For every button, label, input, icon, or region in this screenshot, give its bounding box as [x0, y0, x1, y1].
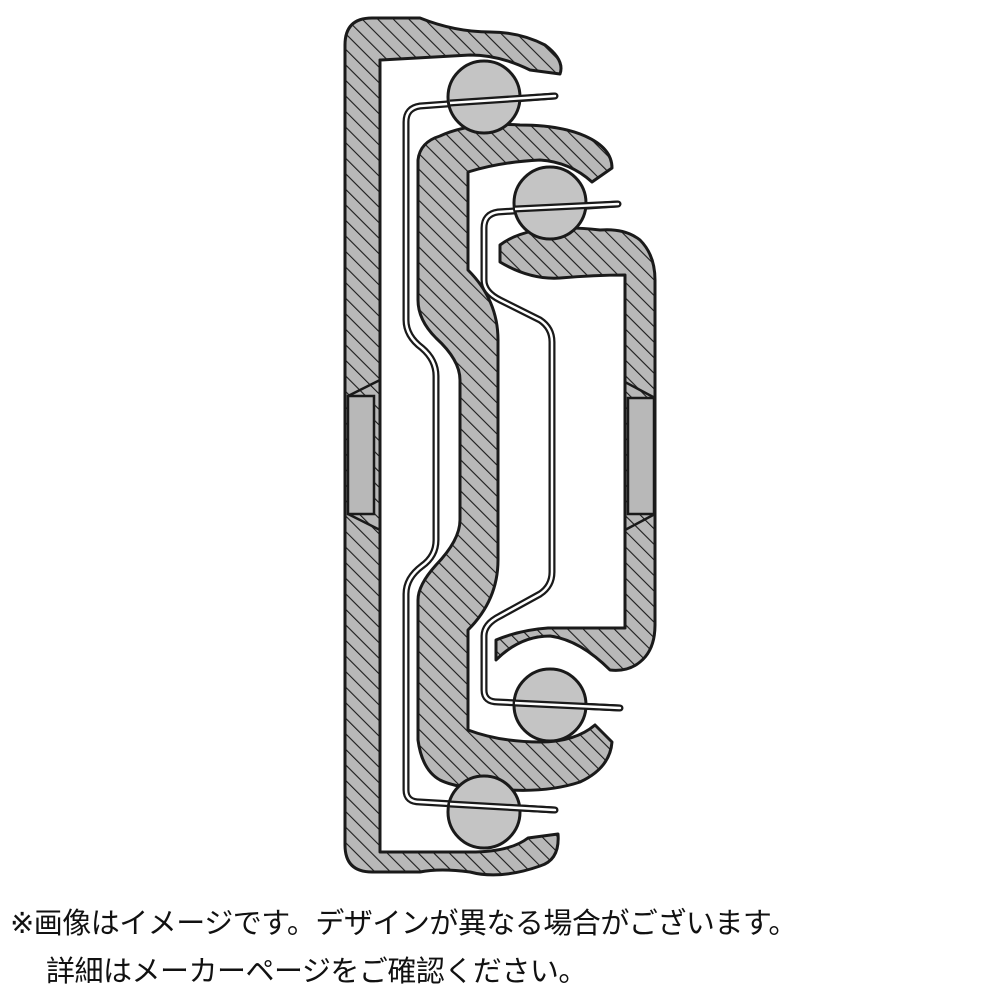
intermediate-rail: [416, 122, 614, 792]
ball-bearing-bottom-outer: [446, 774, 522, 850]
rail-cross-section-diagram: [343, 16, 657, 877]
inner-rail-hole: [626, 396, 656, 516]
outer-rail-hole: [346, 394, 376, 516]
outer-rail: [343, 16, 563, 877]
inner-rail: [494, 226, 657, 672]
disclaimer-line-2: 詳細はメーカーページをご確認ください。: [46, 954, 587, 988]
disclaimer-line-1: ※画像はイメージです。デザインが異なる場合がございます。: [10, 906, 797, 940]
